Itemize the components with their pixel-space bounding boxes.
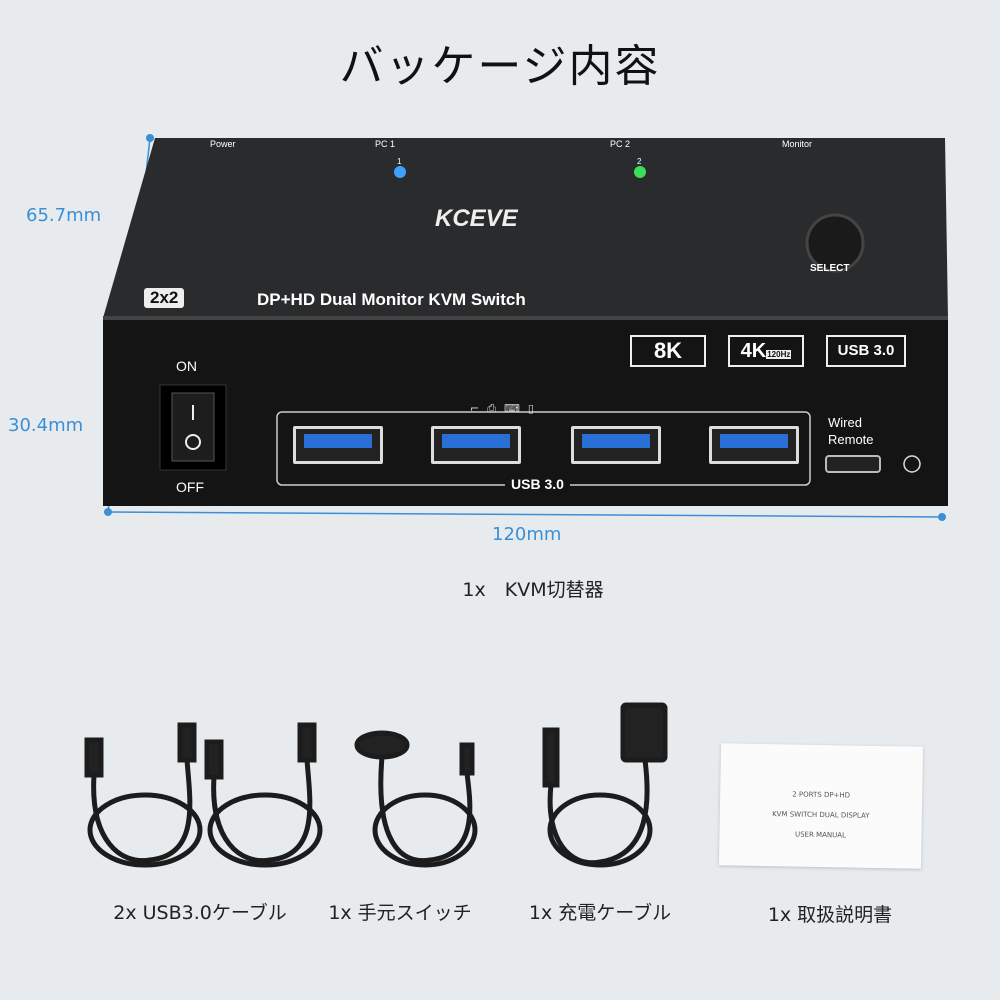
caption-manual: 1x 取扱説明書	[767, 904, 893, 926]
power-cable	[542, 702, 668, 868]
select-label: SELECT	[810, 263, 850, 274]
usb-port-4	[709, 426, 799, 464]
pc2-label: PC 2	[610, 139, 631, 149]
usb-port-1	[293, 426, 383, 464]
led2-number: 2	[637, 157, 642, 166]
pc2-led	[634, 166, 646, 178]
brand-logo: KCEVE	[435, 205, 518, 232]
select-button	[805, 213, 865, 273]
page-title: バッケージ内容	[339, 41, 661, 92]
width-dimension-line	[107, 511, 943, 518]
pc1-led	[394, 166, 406, 178]
mouse-icon: ▯	[527, 402, 542, 415]
power-switch	[171, 392, 215, 462]
accessory-illustrations	[84, 702, 668, 868]
product-name: DP+HD Dual Monitor KVM Switch	[257, 290, 526, 309]
120hz-text: 120Hz	[766, 350, 792, 359]
remote-port	[825, 455, 881, 473]
monitor-label: Monitor	[782, 139, 813, 149]
pc1-label: PC 1	[375, 139, 396, 149]
main-caption: 1x KVM切替器	[462, 579, 604, 601]
8k-badge: 8K	[630, 335, 706, 367]
usb-port-2	[431, 426, 521, 464]
depth-label: 65.7mm	[26, 205, 102, 226]
wired-remote-label: Wired Remote	[828, 415, 874, 447]
caption-remote-switch: 1x 手元スイッチ	[328, 902, 472, 924]
manual-line-3: USER MANUAL	[794, 830, 847, 840]
4k-120hz-badge: 4K120Hz	[728, 335, 804, 367]
4k-text: 4K	[740, 340, 767, 362]
size-badge: 2x2	[144, 288, 185, 308]
usb-cable-2	[204, 722, 323, 868]
device-front-face	[103, 316, 948, 506]
user-manual: 2 PORTS DP+HD KVM SWITCH DUAL DISPLAY US…	[718, 743, 924, 869]
webcam-icon: ⌐	[470, 402, 488, 415]
usb-label: USB 3.0	[505, 476, 570, 492]
switch-on-label: ON	[176, 358, 197, 374]
height-label: 30.4mm	[8, 415, 84, 436]
printer-icon: ⎙	[487, 402, 505, 415]
device-top-face	[103, 138, 948, 318]
remote-switch-cable	[354, 730, 478, 868]
usb-cable-1	[84, 722, 203, 868]
usb3-badge: USB 3.0	[826, 335, 906, 367]
usb-port-3	[571, 426, 661, 464]
peripheral-icons: ⌐⎙⌨▯	[470, 402, 542, 416]
keyboard-icon: ⌨	[504, 402, 528, 415]
switch-off-label: OFF	[176, 479, 204, 495]
led1-number: 1	[397, 157, 402, 166]
kvm-switch-illustration	[103, 134, 948, 521]
width-label: 120mm	[492, 524, 562, 545]
power-label: Power	[210, 139, 236, 149]
caption-usb-cables: 2x USB3.0ケーブル	[113, 902, 287, 924]
caption-power-cable: 1x 充電ケーブル	[528, 902, 672, 924]
